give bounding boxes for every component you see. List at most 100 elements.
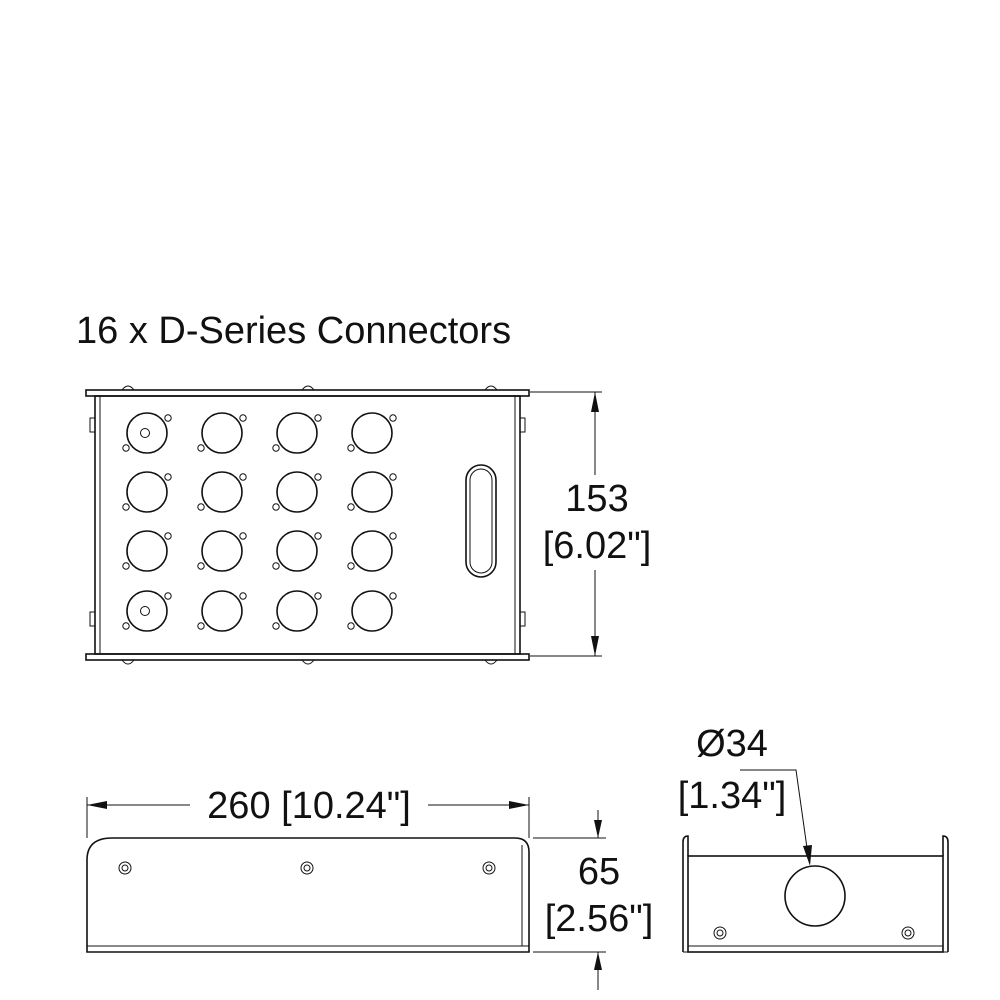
mounting-hole — [314, 473, 322, 481]
connector-body — [126, 590, 168, 632]
mounting-hole — [122, 622, 130, 630]
mounting-hole — [239, 592, 247, 600]
mounting-hole — [164, 473, 172, 481]
side-flange-right — [942, 835, 949, 952]
mounting-hole — [272, 444, 280, 452]
connector-body — [276, 530, 318, 572]
depth-mm-label: 65 — [578, 851, 620, 893]
mounting-hole — [314, 414, 322, 422]
arrowhead-right — [509, 801, 529, 809]
connector-r2-c3 — [272, 471, 322, 513]
connector-body — [126, 471, 168, 513]
side-flange-left — [682, 835, 689, 952]
mounting-hole — [122, 503, 130, 511]
hole-dimension: Ø34 [1.34"] — [678, 723, 812, 866]
width-label: 260 [10.24"] — [207, 785, 411, 827]
mounting-hole — [164, 532, 172, 540]
flange-tab — [484, 659, 498, 665]
connector-r4-c2 — [197, 590, 247, 632]
connector-body — [276, 590, 318, 632]
mounting-hole — [122, 562, 130, 570]
height-inch-label: [6.02"] — [543, 525, 652, 567]
mounting-hole — [272, 622, 280, 630]
mounting-hole — [239, 532, 247, 540]
connector-r1-c2 — [197, 412, 247, 454]
connector-r3-c4 — [347, 530, 397, 572]
screw — [118, 861, 132, 875]
flange-tabs — [121, 385, 498, 665]
connector-r1-c1 — [122, 412, 172, 454]
mounting-hole — [389, 414, 397, 422]
connector-r3-c3 — [272, 530, 322, 572]
connector-body — [276, 412, 318, 454]
mounting-hole — [347, 622, 355, 630]
top-flange — [85, 389, 530, 397]
side-tab-right-top — [520, 417, 526, 433]
hole-inch-label: [1.34"] — [678, 775, 787, 817]
connector-body — [126, 412, 168, 454]
hole-leader-line — [740, 769, 809, 856]
side-tab-right-bottom — [520, 611, 526, 627]
cable-entry-hole — [784, 865, 846, 927]
connector-body — [201, 590, 243, 632]
mounting-hole — [347, 503, 355, 511]
connector-center-dot — [140, 606, 150, 616]
connector-r3-c1 — [122, 530, 172, 572]
hole-leader-arrowhead — [803, 845, 812, 866]
height-dimension: 153 [6.02"] — [530, 391, 652, 657]
mounting-hole — [197, 622, 205, 630]
handle-slot-outer — [465, 464, 497, 578]
mounting-hole — [314, 592, 322, 600]
connector-r1-c4 — [347, 412, 397, 454]
screw — [300, 861, 314, 875]
connector-r2-c4 — [347, 471, 397, 513]
mounting-hole — [197, 444, 205, 452]
mounting-hole — [122, 444, 130, 452]
connector-body — [351, 471, 393, 513]
hole-mm-label: Ø34 — [696, 723, 768, 765]
screw — [713, 926, 727, 940]
flange-tab — [301, 659, 315, 665]
mounting-hole — [272, 503, 280, 511]
height-mm-label: 153 — [565, 478, 628, 520]
front-panel — [94, 395, 521, 655]
mounting-hole — [272, 562, 280, 570]
connector-body — [276, 471, 318, 513]
connector-body — [201, 471, 243, 513]
connector-body — [126, 530, 168, 572]
depth-inch-label: [2.56"] — [545, 898, 654, 940]
mounting-hole — [314, 532, 322, 540]
flange-tab — [121, 385, 135, 391]
top-view — [86, 837, 530, 953]
mounting-hole — [389, 592, 397, 600]
side-view — [682, 835, 949, 953]
width-dimension: 260 [10.24"] — [86, 785, 530, 838]
depth-dimension: 65 [2.56"] — [533, 810, 653, 990]
connector-r4-c4 — [347, 590, 397, 632]
mounting-hole — [239, 414, 247, 422]
connector-r2-c1 — [122, 471, 172, 513]
connector-body — [201, 530, 243, 572]
connector-r2-c2 — [197, 471, 247, 513]
connector-r1-c3 — [272, 412, 322, 454]
mounting-hole — [164, 414, 172, 422]
arrowhead-down — [591, 636, 599, 656]
connector-body — [201, 412, 243, 454]
flange-tab — [301, 385, 315, 391]
mounting-hole — [197, 562, 205, 570]
connector-grid — [122, 412, 397, 632]
mounting-hole — [164, 592, 172, 600]
front-view — [85, 385, 530, 665]
drawing-title: 16 x D-Series Connectors — [76, 310, 511, 352]
side-tab-left-top — [89, 417, 95, 433]
connector-body — [351, 590, 393, 632]
connector-body — [351, 412, 393, 454]
arrowhead-left — [87, 801, 107, 809]
mounting-hole — [389, 532, 397, 540]
connector-r3-c2 — [197, 530, 247, 572]
mounting-hole — [347, 562, 355, 570]
handle-slot-inner — [469, 468, 493, 574]
mounting-hole — [389, 473, 397, 481]
mounting-hole — [197, 503, 205, 511]
